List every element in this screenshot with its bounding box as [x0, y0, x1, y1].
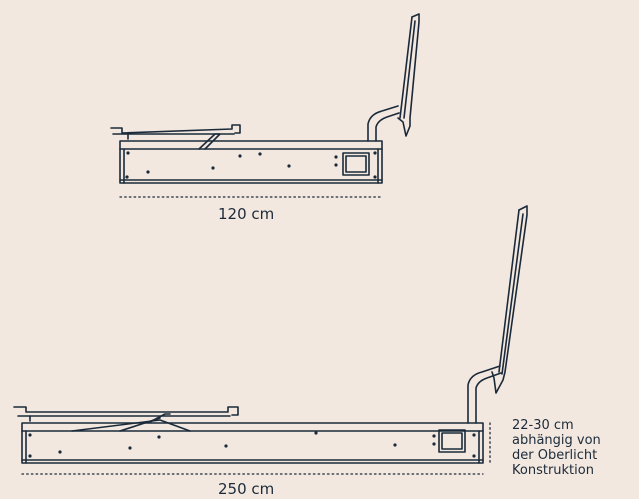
bottom-unit-frame: [21, 422, 484, 464]
top-unit-sash-arm: [110, 124, 241, 150]
height-note-line: Konstruktion: [512, 463, 594, 478]
top-unit-motor-box: [342, 152, 370, 176]
height-note-line: abhängig von: [512, 433, 601, 448]
bottom-unit-hinge-arm: [467, 365, 502, 424]
bottom-unit-motor-box: [438, 429, 466, 453]
bottom-width-label: 250 cm: [218, 480, 275, 498]
height-note-line: der Oberlicht: [512, 448, 598, 463]
top-unit-hinge-arm: [367, 105, 400, 142]
top-width-label: 120 cm: [218, 205, 275, 223]
height-note: 22-30 cm abhängig von der Oberlicht Kons…: [512, 418, 601, 478]
bottom-unit-sash-arm: [13, 406, 239, 432]
top-unit-frame: [119, 140, 383, 184]
rivet-dots: [28, 151, 476, 458]
bottom-unit-sash-frame: [491, 205, 528, 394]
top-unit-sash-frame: [397, 13, 420, 137]
height-note-line: 22-30 cm: [512, 418, 574, 433]
